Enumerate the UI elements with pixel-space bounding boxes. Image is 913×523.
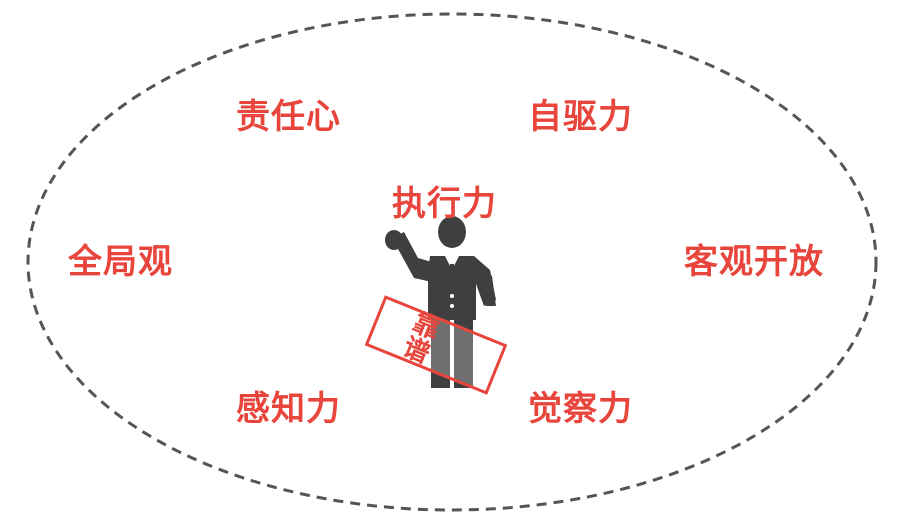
trait-execution: 执行力 [392,184,497,224]
trait-awareness: 觉察力 [528,389,633,429]
trait-perception: 感知力 [236,389,341,429]
trait-responsibility: 责任心 [236,97,341,137]
trait-big-picture: 全局观 [68,242,173,282]
trait-self-drive: 自驱力 [528,97,633,137]
businessman-icon [385,216,496,388]
dashed-ellipse-boundary [26,12,878,512]
trait-openness: 客观开放 [684,242,824,282]
